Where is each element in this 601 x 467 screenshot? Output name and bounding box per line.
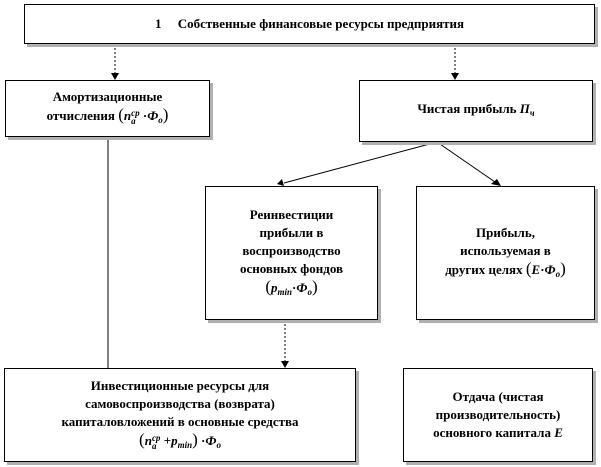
formula-plus: + (163, 432, 172, 448)
formula-n-sup: ср (131, 108, 140, 119)
formula-phi-sub: o (555, 268, 561, 279)
reinvestment-line2: прибыли в (259, 224, 324, 240)
amortization-line1: Амортизационные (52, 89, 163, 104)
investment-resources-box: Инвестиционные ресурсы для самовоспроизв… (4, 368, 356, 462)
other-profit-line1: Прибыль, (476, 224, 535, 240)
capital-return-box: Отдача (чистая производительность) основ… (403, 368, 593, 462)
return-line2: производительность) (435, 407, 561, 422)
other-profit-label: других целях (445, 261, 523, 277)
formula-p: p (171, 432, 178, 448)
investment-line2: самовоспроизводства (возврата) (85, 395, 275, 411)
arrowhead-amortization (111, 73, 119, 80)
formula-op: · (201, 432, 206, 448)
formula-paren-open: ( (118, 105, 124, 124)
formula-n: n (144, 432, 152, 448)
return-label: основного капитала (433, 425, 551, 440)
reinvestment-line1: Реинвестиции (249, 206, 334, 222)
formula-p: p (271, 279, 278, 295)
connector-net-profit-to-reinvestment (283, 141, 438, 184)
formula-n: n (123, 108, 132, 123)
block-title: Собственные финансовые ресурсы предприят… (177, 16, 465, 31)
net-profit-label: Чистая прибыль (417, 101, 517, 116)
formula-p-sub: min (177, 439, 193, 450)
formula-paren-close: ) (162, 105, 169, 124)
net-profit-line: Чистая прибыль Пч (417, 100, 534, 122)
return-line3: основного капитала E (433, 424, 563, 442)
formula-paren-close: ) (311, 276, 318, 296)
formula-paren-close: ) (560, 258, 566, 278)
formula-paren-open: ( (525, 258, 532, 278)
connector-net-profit-to-other (436, 141, 496, 183)
formula-phi: Ф (147, 108, 159, 123)
formula-phi-sub: o (158, 115, 163, 125)
own-financial-resources-box: 1 Собственные финансовые ресурсы предпри… (24, 4, 595, 44)
formula-paren-open: ( (265, 276, 272, 296)
other-profit-box: Прибыль, используемая в других целях (E·… (416, 186, 595, 320)
return-line1: Отдача (чистая (452, 389, 544, 404)
formula-op: · (142, 108, 148, 123)
formula-op: · (292, 279, 297, 295)
formula-paren-open: ( (139, 429, 145, 449)
investment-line3: капиталовложений в основные средства (61, 413, 299, 429)
formula-p-sub: min (277, 286, 293, 297)
formula-op: · (540, 261, 545, 277)
formula-n-sup: ср (151, 432, 161, 443)
formula-n-sub: a (151, 440, 157, 451)
formula-n-sub: a (131, 116, 136, 127)
formula-paren-close: ) (192, 429, 198, 449)
arrowhead-reinvestment (277, 179, 284, 186)
formula-phi: Ф (544, 261, 556, 277)
reinvestment-box: Реинвестиции прибыли в воспроизводство о… (205, 186, 378, 320)
other-profit-line3: других целях (E·Фo) (445, 258, 566, 283)
investment-line1: Инвестиционные ресурсы для (90, 377, 270, 393)
return-symbol: E (554, 425, 563, 440)
net-profit-box: Чистая прибыль Пч (359, 80, 593, 142)
formula-phi-sub: o (216, 439, 221, 450)
formula-phi-sub: o (307, 286, 312, 297)
own-financial-resources-title: 1 Собственные финансовые ресурсы предпри… (155, 15, 464, 33)
arrowhead-other (491, 179, 501, 186)
arrowhead-net-profit (451, 73, 459, 80)
reinvestment-line4: основных фондов (239, 260, 344, 276)
formula-e: E (531, 261, 541, 277)
formula-phi: Ф (296, 279, 308, 295)
other-profit-line2: используемая в (460, 242, 551, 258)
net-profit-symbol-sub: ч (529, 108, 535, 118)
reinvestment-line3: воспроизводство (242, 242, 341, 258)
reinvestment-formula: (pmin·Фo) (265, 276, 318, 301)
block-number: 1 (154, 16, 162, 31)
formula-phi: Ф (205, 432, 217, 448)
amortization-label: отчисления (46, 108, 115, 123)
arrowhead-investment (281, 361, 289, 368)
net-profit-symbol: П (519, 101, 530, 116)
